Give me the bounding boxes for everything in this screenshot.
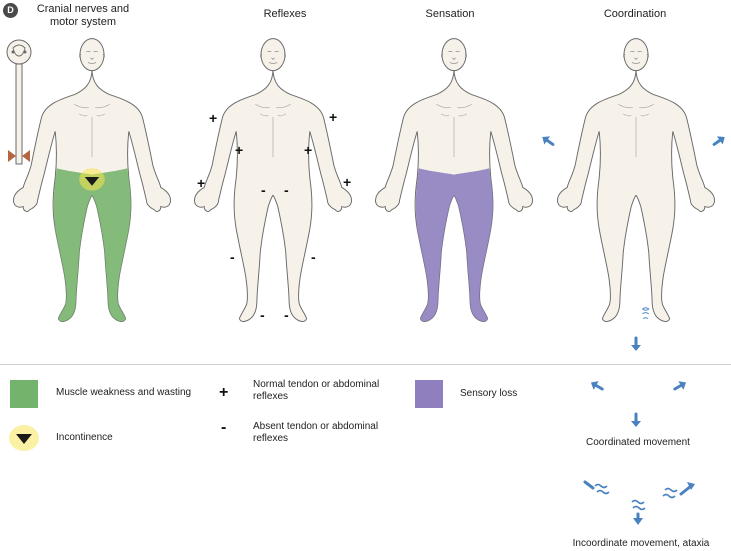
sensory-loss-region [415, 168, 493, 322]
panel-title-sensation: Sensation [425, 8, 475, 20]
panel-title-motor-line2: motor system [49, 16, 116, 28]
legend-minus-sign: - [221, 419, 227, 436]
legend-incoordinate-label: Incoordinate movement, ataxia [572, 538, 710, 549]
figure-reflexes [194, 38, 352, 322]
legend-sensory-label: Sensory loss [460, 388, 518, 399]
coordination-arrow-down [629, 336, 643, 352]
figure-motor-system [13, 38, 171, 322]
reflex-normal-sign: + [304, 142, 313, 158]
legend-incontinence-icon [9, 425, 39, 451]
legend-normal-reflex-line2: reflexes [253, 391, 289, 402]
panel-badge: D [3, 3, 18, 18]
figure-coordination [557, 38, 715, 322]
legend-swatch-muscle [10, 380, 38, 408]
reflex-absent-sign: - [284, 182, 289, 198]
legend-plus-sign: + [219, 384, 229, 401]
legend-coord-arrow-left [586, 376, 607, 395]
legend-absent-reflex-line2: reflexes [253, 433, 289, 444]
legend-coord-arrow-right [670, 376, 691, 395]
reflex-absent-sign: - [260, 307, 265, 323]
reflex-absent-sign: - [284, 307, 289, 323]
incontinence-icon [84, 177, 100, 186]
spinal-cord-illustration [6, 39, 32, 165]
panel-title-coordination: Coordination [603, 8, 667, 20]
panel-title-reflexes: Reflexes [263, 8, 307, 20]
legend-coord-arrow-down [629, 412, 643, 428]
reflex-absent-sign: - [311, 249, 316, 265]
legend-incontinence-label: Incontinence [56, 432, 113, 443]
reflex-absent-sign: - [261, 182, 266, 198]
legend-normal-reflex: Normal tendon or abdominal reflexes [253, 379, 379, 403]
figure-sensation [375, 38, 533, 322]
tremor-squiggle [642, 307, 650, 320]
reflex-normal-sign: + [197, 175, 206, 191]
reflex-normal-sign: + [343, 174, 352, 190]
reflex-normal-sign: + [329, 109, 338, 125]
divider [0, 364, 731, 365]
reflex-absent-sign: - [230, 249, 235, 265]
muscle-weakness-region [53, 168, 131, 322]
legend-coordinated-label: Coordinated movement [586, 437, 690, 448]
reflex-normal-sign: + [235, 142, 244, 158]
legend-normal-reflex-line1: Normal tendon or abdominal [253, 379, 380, 390]
legend-absent-reflex: Absent tendon or abdominal reflexes [253, 421, 378, 445]
panel-title-motor-line1: Cranial nerves and [36, 3, 130, 15]
legend-muscle-label: Muscle weakness and wasting [56, 387, 192, 398]
reflex-normal-sign: + [209, 110, 218, 126]
legend-absent-reflex-line1: Absent tendon or abdominal [253, 421, 379, 432]
legend-ataxia-illustration [583, 480, 695, 525]
panel-title-motor: Cranial nerves and motor system [18, 3, 148, 29]
legend-swatch-sensory [415, 380, 443, 408]
